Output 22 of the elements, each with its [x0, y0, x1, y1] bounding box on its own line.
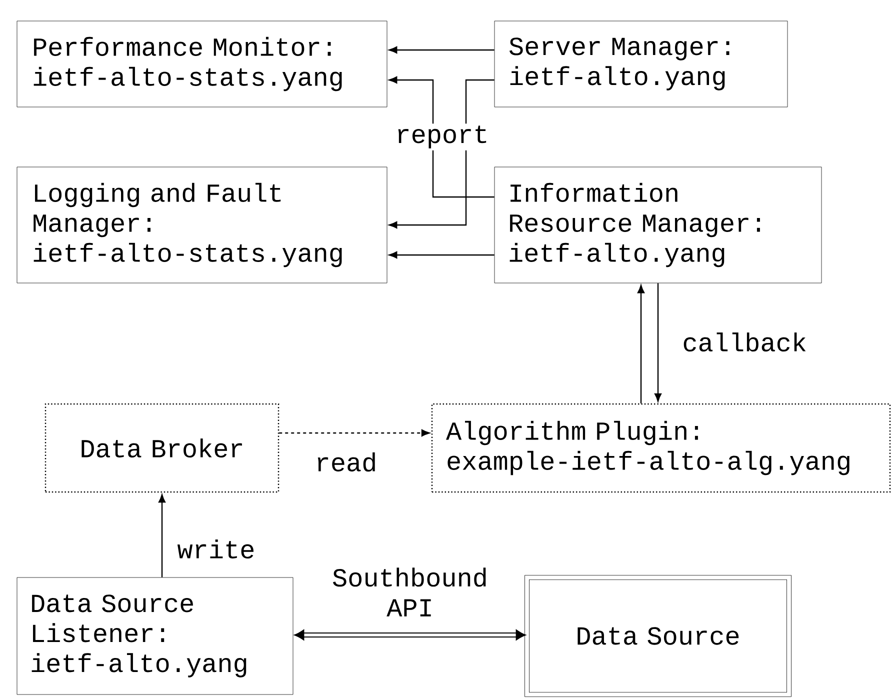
- module-box: Data Source Listener: ietf-alto.yang: [16, 577, 294, 695]
- module-box: Data Broker: [44, 403, 280, 493]
- arrow: [294, 630, 526, 640]
- data-source-box: Data Source: [524, 575, 792, 697]
- module-box: Information Resource Manager: ietf-alto.yang: [494, 166, 822, 284]
- arrow: [279, 429, 430, 437]
- module-box: Performance Monitor: ietf-alto-stats.yang: [16, 20, 388, 108]
- edge-label: read: [312, 450, 380, 474]
- edge-label: Southbound API: [318, 566, 502, 618]
- arrow: [388, 76, 494, 198]
- edge-label: write: [175, 537, 258, 561]
- arrow: [388, 79, 494, 229]
- module-box: Algorithm Plugin: example-ietf-alto-alg.yang: [431, 403, 891, 493]
- arrow: [388, 46, 494, 54]
- module-box: Server Manager: ietf-alto.yang: [494, 20, 788, 108]
- edge-label: callback: [680, 330, 810, 354]
- annotation-text: report: [393, 124, 491, 150]
- arrow: [637, 284, 645, 404]
- arrow: [388, 251, 494, 259]
- arrow: [158, 494, 166, 578]
- arrow: [654, 283, 662, 402]
- module-box: Logging and Fault Manager: ietf-alto-stats.yang: [16, 166, 388, 284]
